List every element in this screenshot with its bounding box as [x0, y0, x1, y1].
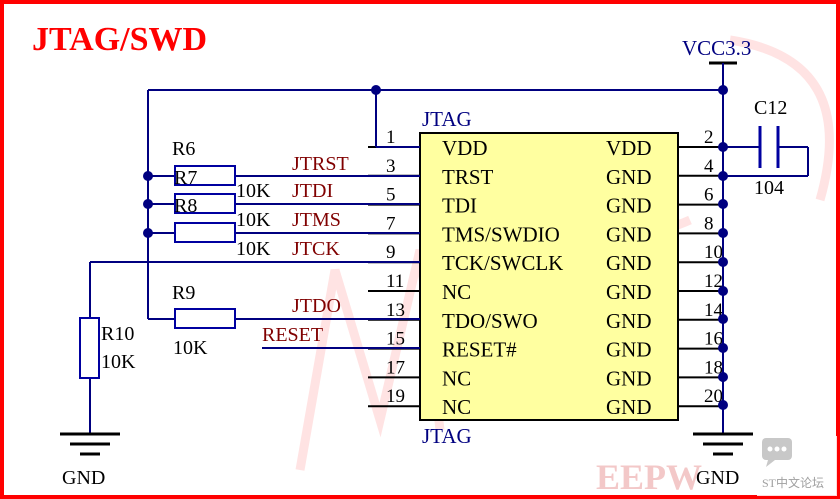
- pin-number-left: 15: [386, 329, 405, 350]
- pin-name-right: GND: [606, 165, 652, 189]
- pin-name-right: GND: [606, 194, 652, 218]
- junction-dot: [718, 372, 728, 382]
- pin-number-right: 2: [704, 127, 714, 148]
- pin-name-right: GND: [606, 366, 652, 390]
- resistor-r7: [174, 165, 236, 186]
- pin-name-right: GND: [606, 251, 652, 275]
- junction-dot: [718, 314, 728, 324]
- resistor-r6: [174, 222, 236, 243]
- ground-symbol-left: [60, 432, 120, 456]
- pin-number-right: 6: [704, 185, 714, 206]
- pin-name-right: GND: [606, 338, 652, 362]
- net-label-jtrst: JTRST: [292, 153, 349, 175]
- pin-number-left: 1: [386, 127, 396, 148]
- pin-number-left: 5: [386, 185, 396, 206]
- connector-right-pins: 2VDD4GND6GND8GND10GND12GND14GND16GND18GN…: [606, 127, 724, 419]
- junction-dot: [143, 171, 153, 181]
- pin-number-right: 16: [704, 329, 723, 350]
- r9-value: 10K: [173, 337, 208, 359]
- connector-name-bottom: JTAG: [422, 424, 472, 448]
- pin-number-right: 12: [704, 271, 723, 292]
- forum-badge-label: ST中文论坛: [762, 475, 824, 490]
- pin-number-left: 7: [386, 213, 396, 234]
- junction-dot: [718, 286, 728, 296]
- vcc-label: VCC3.3: [682, 36, 751, 60]
- pin-name-left: TRST: [442, 165, 494, 189]
- net-label-jtdo: JTDO: [292, 295, 341, 317]
- pin-name-left: RESET#: [442, 338, 517, 362]
- net-label-jtms: JTMS: [292, 209, 341, 231]
- c12-value: 104: [754, 177, 784, 199]
- diagram-title: JTAG/SWD: [32, 21, 207, 58]
- pin-name-right: GND: [606, 395, 652, 419]
- eepw-watermark: EEPW: [596, 457, 702, 497]
- pin-name-right: GND: [606, 280, 652, 304]
- net-label-reset: RESET: [262, 324, 323, 346]
- pin-number-left: 11: [386, 271, 404, 292]
- junction-dot: [718, 85, 728, 95]
- pin-number-left: 19: [386, 386, 405, 407]
- jtag-connector-body: [419, 132, 679, 421]
- r-jtck-value: 10K: [236, 238, 271, 260]
- pin-number-right: 4: [704, 156, 714, 177]
- junction-dot: [143, 199, 153, 209]
- pin-number-left: 9: [386, 242, 396, 263]
- r10-ref: R10: [101, 323, 134, 345]
- pin-number-right: 18: [704, 357, 723, 378]
- r6-ref: R6: [172, 138, 195, 160]
- r10-value: 10K: [101, 351, 136, 373]
- net-label-jtdi: JTDI: [292, 180, 333, 202]
- pin-name-right: VDD: [606, 136, 652, 160]
- pin-number-left: 13: [386, 300, 405, 321]
- gnd-left-label: GND: [62, 467, 105, 489]
- pin-name-right: GND: [606, 309, 652, 333]
- forum-badge: ST中文论坛: [757, 436, 837, 496]
- pin-number-right: 10: [704, 242, 723, 263]
- junction-dot: [718, 228, 728, 238]
- pin-name-left: TMS/SWDIO: [442, 222, 560, 246]
- connector-name-top: JTAG: [422, 107, 472, 131]
- c12-ref: C12: [754, 97, 787, 119]
- r8-ref: R8: [174, 195, 197, 217]
- r8-value: 10K: [236, 209, 271, 231]
- resistor-r8: [174, 193, 236, 214]
- pin-number-right: 14: [704, 300, 724, 321]
- r7-value: 10K: [236, 180, 271, 202]
- pin-name-left: NC: [442, 395, 471, 419]
- junction-dot: [718, 199, 728, 209]
- junction-dot: [718, 400, 728, 410]
- r7-ref: R7: [174, 167, 197, 189]
- junction-dot: [718, 142, 728, 152]
- pin-number-right: 8: [704, 213, 714, 234]
- pin-number-right: 20: [704, 386, 723, 407]
- pin-number-left: 3: [386, 156, 396, 177]
- gnd-right-label: GND: [696, 467, 739, 489]
- ground-symbol-right: [693, 432, 753, 456]
- junction-dot: [718, 343, 728, 353]
- junction-dot: [143, 228, 153, 238]
- junction-dot: [718, 257, 728, 267]
- pin-name-right: GND: [606, 222, 652, 246]
- pin-name-left: VDD: [442, 136, 488, 160]
- pin-name-left: TDI: [442, 194, 477, 218]
- net-label-jtck: JTCK: [292, 238, 340, 260]
- junction-dot: [371, 85, 381, 95]
- pin-name-left: NC: [442, 366, 471, 390]
- pin-number-left: 17: [386, 357, 405, 378]
- pin-name-left: TCK/SWCLK: [442, 251, 563, 275]
- pin-name-left: NC: [442, 280, 471, 304]
- r9-ref: R9: [172, 282, 195, 304]
- pin-name-left: TDO/SWO: [442, 309, 538, 333]
- junctions: [143, 85, 728, 410]
- resistor-r10: [79, 317, 100, 379]
- resistor-r9: [174, 308, 236, 329]
- junction-dot: [718, 171, 728, 181]
